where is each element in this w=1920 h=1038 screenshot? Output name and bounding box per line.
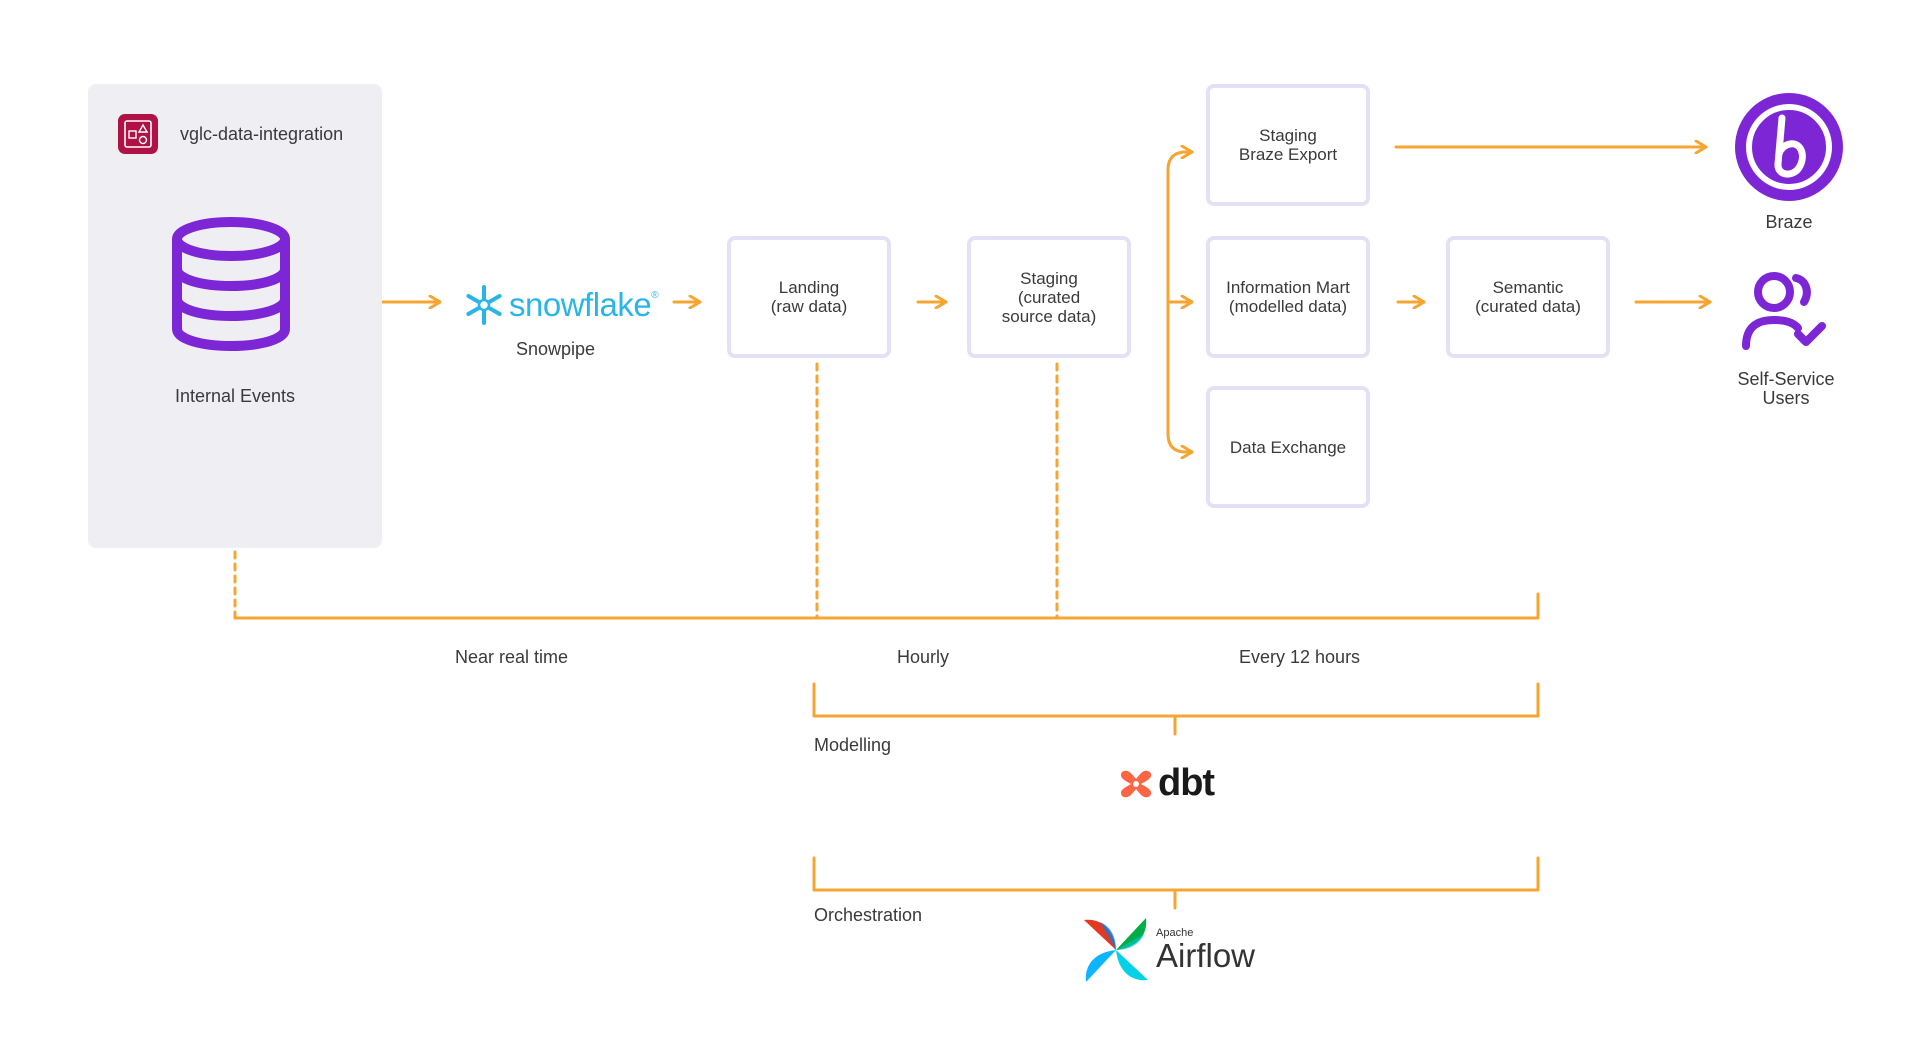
- braze-label: Braze: [1765, 212, 1813, 232]
- every-12-hours-label: Every 12 hours: [1239, 647, 1361, 667]
- registered-mark: ®: [651, 290, 659, 301]
- database-icon: [166, 214, 296, 359]
- snowflake-logo: snowflake ®: [463, 284, 659, 326]
- branch-staging-to-braze: [1166, 152, 1194, 304]
- snowpipe-label: Snowpipe: [516, 339, 596, 359]
- staging-label: Staging (curated source data): [1001, 268, 1097, 326]
- semantic-box: Semantic (curated data): [1446, 236, 1610, 358]
- project-name: vglc-data-integration: [180, 124, 344, 144]
- modelling-label: Modelling: [814, 735, 892, 755]
- snowflake-wordmark: snowflake: [509, 286, 652, 323]
- airflow-wordmark: Airflow: [1156, 937, 1256, 974]
- airflow-pinwheel-icon: [1084, 918, 1148, 982]
- cadence-bracket: [233, 592, 1540, 620]
- data-exchange-box: Data Exchange: [1206, 386, 1370, 508]
- airflow-logo: Apache Airflow: [1082, 916, 1255, 984]
- landing-box: Landing (raw data): [727, 236, 891, 358]
- information-mart-label: Information Mart (modelled data): [1226, 278, 1350, 316]
- landing-label: Landing (raw data): [770, 278, 848, 316]
- dbt-logo: dbt: [1118, 762, 1215, 805]
- staging-braze-export-box: Staging Braze Export: [1206, 84, 1370, 206]
- self-service-users-label: Self-Service Users: [1737, 369, 1835, 408]
- apache-label: Apache: [1156, 927, 1194, 939]
- shapes-icon: [118, 114, 158, 154]
- modelling-bracket: [812, 682, 1540, 736]
- staging-braze-export-label: Staging Braze Export: [1238, 126, 1338, 164]
- staging-box: Staging (curated source data): [967, 236, 1131, 358]
- internal-events-label: Internal Events: [174, 386, 296, 406]
- data-exchange-label: Data Exchange: [1229, 437, 1347, 457]
- orchestration-bracket: [812, 856, 1540, 910]
- semantic-label: Semantic (curated data): [1475, 278, 1581, 316]
- snowflake-icon: [466, 285, 502, 325]
- dbt-icon: [1120, 770, 1152, 797]
- information-mart-box: Information Mart (modelled data): [1206, 236, 1370, 358]
- dbt-wordmark: dbt: [1158, 762, 1215, 804]
- orchestration-label: Orchestration: [814, 905, 923, 925]
- user-check-icon: [1742, 270, 1832, 355]
- hourly-label: Hourly: [897, 647, 950, 667]
- near-real-time-label: Near real time: [455, 647, 569, 667]
- source-panel: vglc-data-integration Internal Events: [88, 84, 382, 548]
- branch-staging-to-exchange: [1166, 300, 1194, 452]
- braze-icon: [1734, 92, 1844, 207]
